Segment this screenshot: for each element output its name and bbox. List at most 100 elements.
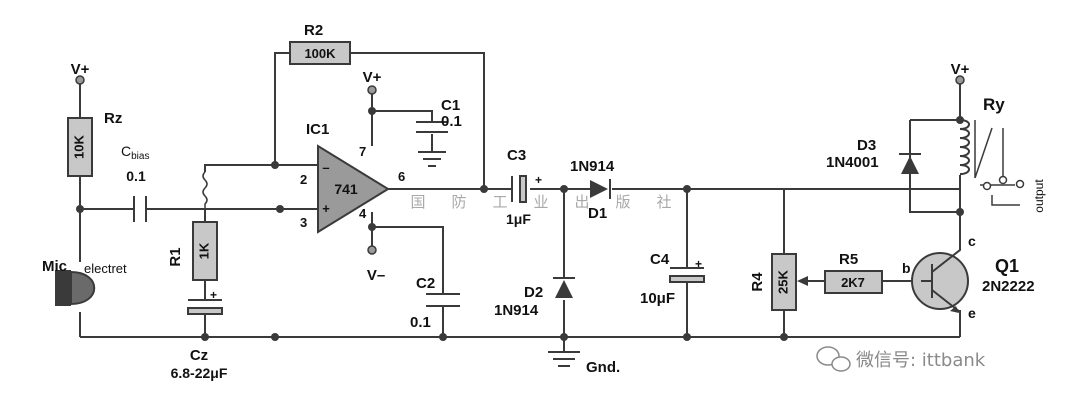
r1-value-label: 1K xyxy=(196,242,211,259)
c3-value-label: 1μF xyxy=(506,211,531,227)
cz-label: Cz xyxy=(190,347,208,364)
d3-part-label: 1N4001 xyxy=(826,154,879,171)
junction-dot xyxy=(780,333,788,341)
output-label: output xyxy=(1032,179,1046,213)
opamp-minus-sign: – xyxy=(322,160,329,175)
junction-dot xyxy=(560,185,568,193)
electret-microphone xyxy=(55,270,96,306)
wechat-watermark: 微信号: ittbank xyxy=(816,346,986,372)
mic-capsule xyxy=(70,270,96,306)
vplus-terminal xyxy=(75,75,85,85)
rz-label: Rz xyxy=(104,110,122,127)
d2-label: D2 xyxy=(524,284,543,301)
mic-label: Mic xyxy=(42,258,67,275)
d1-label: D1 xyxy=(588,205,607,222)
r1-crossover xyxy=(202,171,208,222)
c2-value-label: 0.1 xyxy=(410,314,431,331)
r1-resistor xyxy=(192,221,218,281)
r5-resistor xyxy=(824,270,883,294)
pin7-label: 7 xyxy=(359,144,366,159)
r2-resistor xyxy=(289,41,351,65)
relay-contact-terminal xyxy=(982,181,992,191)
q1-pin-e-label: e xyxy=(968,305,976,321)
junction-dot xyxy=(76,205,84,213)
relay-contact-terminal xyxy=(1015,179,1025,189)
c4-capacitor-plate xyxy=(669,275,705,283)
d3-wire xyxy=(909,119,960,213)
cbias-capacitor xyxy=(133,196,147,222)
c3-plus-sign: + xyxy=(535,173,542,187)
junction-dot xyxy=(271,161,279,169)
c2-wire xyxy=(372,226,444,337)
junction-dot xyxy=(368,107,376,115)
c3-label: C3 xyxy=(507,147,526,164)
junction-dot xyxy=(560,333,568,341)
vplus-label: V+ xyxy=(71,61,90,78)
vplus-label: V+ xyxy=(951,61,970,78)
gnd-label: Gnd. xyxy=(586,359,620,376)
pin3-label: 3 xyxy=(300,215,307,230)
d1-diode xyxy=(590,180,608,198)
q1-pin-c-label: c xyxy=(968,233,976,249)
d3-diode xyxy=(901,156,919,174)
vminus-terminal xyxy=(367,245,377,255)
relay-coil xyxy=(959,119,970,175)
cz-plus-sign: + xyxy=(210,288,217,302)
q1-part-label: 2N2222 xyxy=(982,278,1035,295)
junction-dot xyxy=(276,205,284,213)
ic1-label: IC1 xyxy=(306,121,329,138)
junction-dot xyxy=(683,185,691,193)
c1-label: C1 xyxy=(441,97,460,114)
opamp-ic1 xyxy=(317,144,390,234)
watermark-char: 工 xyxy=(492,193,507,211)
r4-wiper-arrow xyxy=(797,276,808,286)
junction-dot xyxy=(368,223,376,231)
watermark-char: 出 xyxy=(574,193,589,211)
mic-body xyxy=(55,270,71,306)
watermark-char: 国 xyxy=(410,193,425,211)
q1-transistor xyxy=(911,252,969,310)
relay-contact-terminal xyxy=(998,175,1008,185)
feedback-wire xyxy=(274,52,485,189)
relay-contact-arm xyxy=(974,120,993,179)
c2-capacitor xyxy=(426,293,460,307)
pin4-label: 4 xyxy=(359,206,367,221)
r2-label: R2 xyxy=(304,22,323,39)
junction-dot xyxy=(683,333,691,341)
pin2-label: 2 xyxy=(300,172,307,187)
opamp-part-label: 741 xyxy=(334,181,358,197)
r5-label: R5 xyxy=(839,251,858,268)
vplus-terminal xyxy=(367,85,377,95)
c1-wire xyxy=(372,110,433,122)
r4-potentiometer xyxy=(771,253,797,311)
watermark-char: 社 xyxy=(656,193,671,211)
pin6-label: 6 xyxy=(398,169,405,184)
c4-label: C4 xyxy=(650,251,670,268)
c3-capacitor-plate xyxy=(519,175,527,203)
cz-value-label: 6.8-22μF xyxy=(171,365,228,381)
watermark-char: 版 xyxy=(615,193,630,211)
rz-resistor xyxy=(67,117,93,177)
q1-transistor-leads xyxy=(921,240,961,313)
electret-label: electret xyxy=(84,261,127,276)
junction-dot xyxy=(480,185,488,193)
ry-label: Ry xyxy=(983,95,1005,114)
wechat-icon xyxy=(816,346,851,372)
wechat-id-label: 微信号: ittbank xyxy=(856,350,986,371)
watermark-char: 业 xyxy=(533,193,548,211)
d2-diode xyxy=(555,280,573,298)
supply-terminals xyxy=(75,75,965,255)
opamp-plus-sign: + xyxy=(322,201,330,216)
c1-ground-symbol xyxy=(418,151,446,167)
c4-plus-sign: + xyxy=(695,257,702,271)
vplus-label: V+ xyxy=(363,69,382,86)
c4-value-label: 10μF xyxy=(640,290,675,307)
junctions xyxy=(76,107,964,341)
vplus-terminal xyxy=(955,75,965,85)
d3-label: D3 xyxy=(857,137,876,154)
junction-dot xyxy=(271,333,279,341)
q1-emitter-arrow xyxy=(950,306,959,313)
c1-value-label: 0.1 xyxy=(441,113,462,130)
